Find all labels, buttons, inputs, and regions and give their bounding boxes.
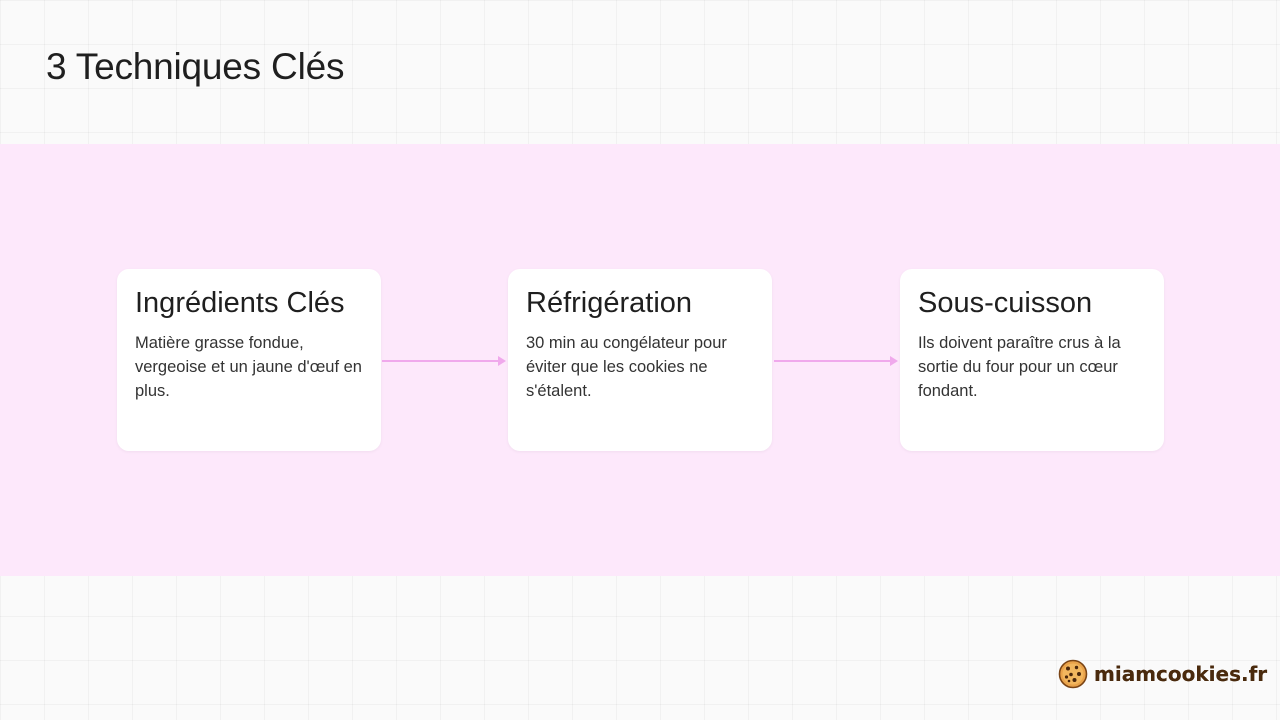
brand-watermark: miamcookies.fr [1058, 656, 1267, 692]
step-description: Ils doivent paraître crus à la sortie du… [918, 334, 1121, 400]
brand-name: miamcookies.fr [1094, 662, 1268, 686]
arrow-connector [382, 356, 506, 365]
step-title: Ingrédients Clés [135, 287, 345, 319]
step-card-sous-cuisson: Sous-cuisson Ils doivent paraître crus à… [900, 269, 1164, 451]
cookie-icon [1058, 659, 1088, 689]
arrow-connector [774, 356, 898, 365]
step-card-ingredients: Ingrédients Clés Matière grasse fondue, … [117, 269, 381, 451]
step-description: 30 min au congélateur pour éviter que le… [526, 334, 727, 400]
step-card-refrigeration: Réfrigération 30 min au congélateur pour… [508, 269, 772, 451]
step-title: Réfrigération [526, 287, 693, 319]
step-description: Matière grasse fondue, vergeoise et un j… [135, 334, 362, 400]
step-title: Sous-cuisson [918, 287, 1093, 319]
page-title: 3 Techniques Clés [46, 46, 345, 87]
